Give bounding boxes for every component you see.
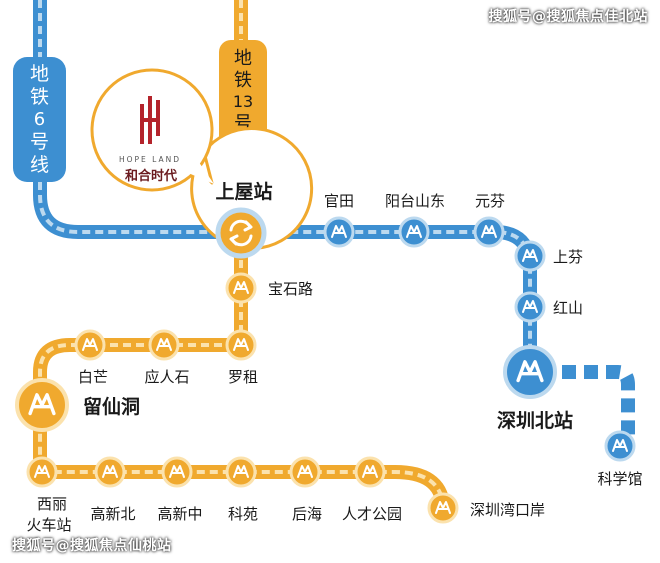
station-yangtai-shandong[interactable] [398,216,430,248]
station-keyuan[interactable] [225,456,257,488]
project-brand: HOPE LAND [119,155,181,164]
interchange-arrows-icon [229,219,253,247]
station-guantian[interactable] [323,216,355,248]
station-label-baimang: 白芒 [78,368,108,386]
project-name: 和合时代 [125,168,177,184]
station-gaoxinbei[interactable] [94,456,126,488]
line6-label-char: 线 [30,154,49,176]
line6-label-char: 地 [30,63,49,85]
station-label-yingrenshi: 应人石 [144,368,189,386]
station-shangfen[interactable] [514,240,546,272]
station-label-keyuan: 科苑 [228,505,258,523]
station-label-science-museum: 科学馆 [597,470,642,488]
line6-label-char: 号 [30,131,49,153]
watermark-bottom: 搜狐号@搜狐焦点仙桃站 [12,538,172,554]
line13-label-char: 13 [233,92,253,111]
station-label-liuxiandong: 留仙洞 [83,395,140,418]
station-label-baoshi: 宝石路 [268,280,313,298]
station-liuxiandong[interactable] [15,378,69,432]
station-shangwu-interchange[interactable] [215,207,267,259]
station-label-guantian: 官田 [324,192,354,210]
line13-label-char: 地 [234,48,252,69]
station-shenzhen-bay-port[interactable] [427,492,459,524]
station-label-yangtai: 阳台山东 [385,192,445,210]
station-label-yuanfen: 元芬 [475,192,505,210]
station-label-shangfen: 上芬 [553,248,583,266]
line6-label-char: 6 [34,109,45,130]
station-label-gaoxinbei: 高新北 [90,505,135,523]
watermark-top: 搜狐号@搜狐焦点佳北站 [488,9,648,25]
station-label-rencai: 人才公园 [342,505,402,523]
station-label-hongshan: 红山 [553,299,583,317]
station-science-museum[interactable] [604,430,636,462]
station-baimang[interactable] [74,329,106,361]
station-label-shangwu: 上屋站 [215,180,272,203]
station-label-xili-1: 西丽 [37,495,67,513]
station-shenzhen-north[interactable] [503,345,557,399]
station-baoshi-road[interactable] [225,272,257,304]
station-xili-railway[interactable] [26,456,58,488]
station-label-wankou: 深圳湾口岸 [470,501,545,519]
station-label-houhai: 后海 [292,505,322,523]
station-label-xili-2: 火车站 [26,516,71,534]
station-label-shenzhen-north: 深圳北站 [497,409,573,432]
station-yuanfen[interactable] [473,216,505,248]
station-yingrenshi[interactable] [148,329,180,361]
station-label-gaoxinzhong: 高新中 [157,505,202,523]
project-location-bubble: HOPE LAND 和合时代 [90,68,314,250]
line6-label: 地 铁 6 号 线 [13,57,66,182]
station-hongshan[interactable] [514,291,546,323]
station-rencai-park[interactable] [354,456,386,488]
project-logo [140,96,160,144]
station-luozu[interactable] [225,329,257,361]
line13-label-char: 铁 [234,70,252,91]
line6-label-char: 铁 [30,86,49,108]
station-gaoxinzhong[interactable] [161,456,193,488]
station-label-luozu: 罗租 [228,368,258,386]
station-houhai[interactable] [289,456,321,488]
